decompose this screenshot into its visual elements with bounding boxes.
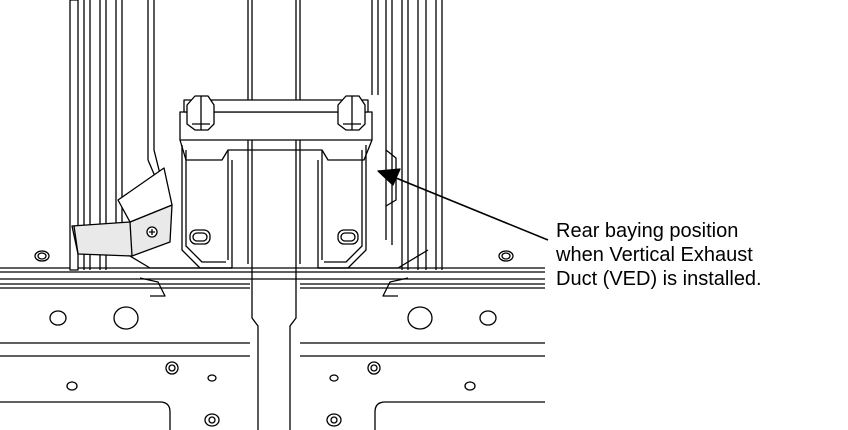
right-bracket-plate — [317, 145, 429, 297]
callout-text: Rear baying position when Vertical Exhau… — [556, 219, 842, 291]
callout-line-1: Rear baying position — [556, 220, 739, 242]
right-rack-post — [371, 0, 443, 270]
center-seam — [247, 0, 301, 430]
frame-holes — [34, 250, 514, 427]
baying-clamp — [179, 95, 373, 260]
callout-line-3: Duct (VED) is installed. — [556, 268, 762, 290]
left-latch — [71, 167, 173, 257]
left-bracket-plate — [119, 145, 233, 297]
callout-leader-arrow — [377, 168, 549, 241]
right-bolt — [337, 95, 366, 131]
horizontal-frame-rails — [0, 267, 545, 430]
callout-line-2: when Vertical Exhaust — [556, 244, 753, 266]
left-bolt — [186, 95, 215, 131]
